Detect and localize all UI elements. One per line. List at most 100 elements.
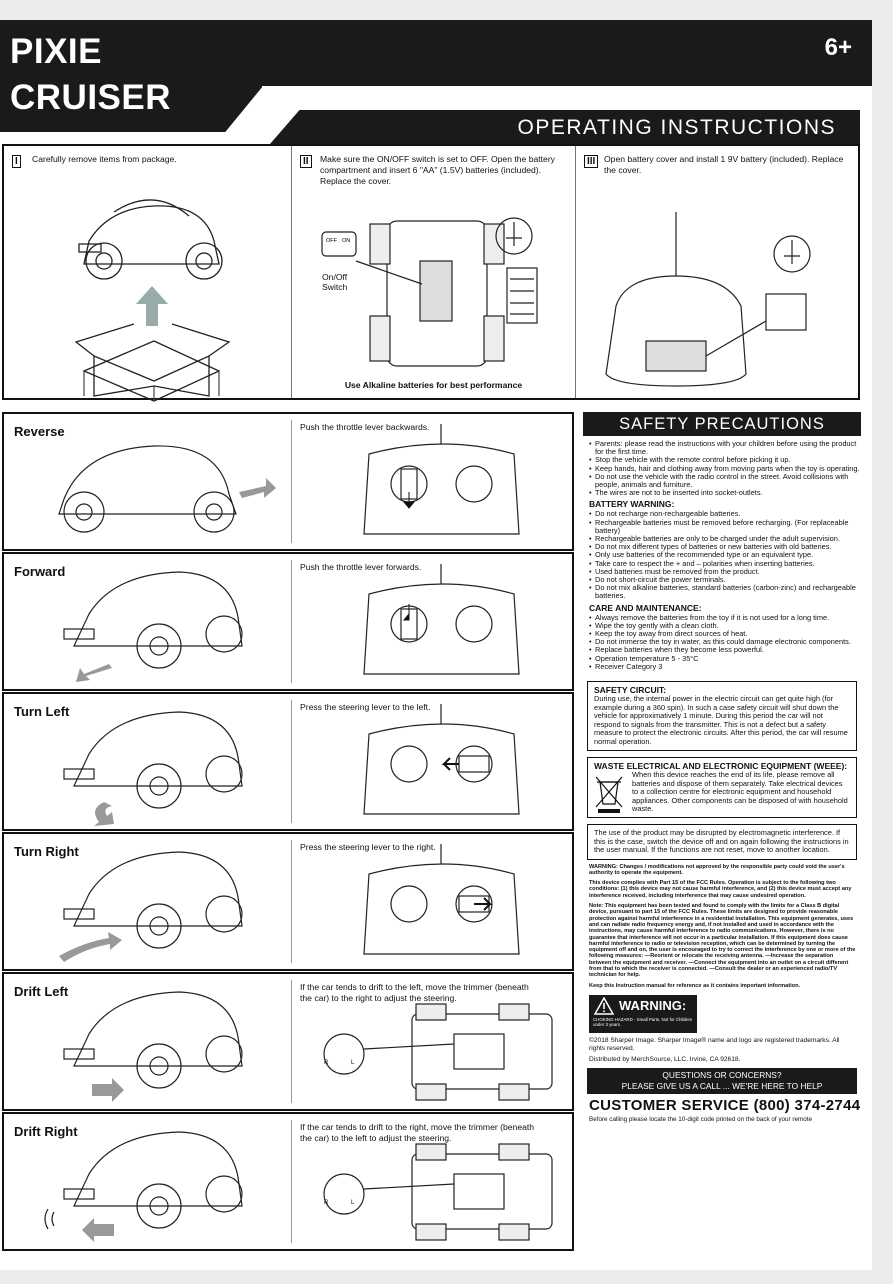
questions-bar: QUESTIONS OR CONCERNS? PLEASE GIVE US A … bbox=[587, 1067, 857, 1094]
section-title: OPERATING INSTRUCTIONS bbox=[517, 116, 836, 139]
list-item: Parents: please read the instructions wi… bbox=[589, 439, 861, 456]
general-list: Parents: please read the instructions wi… bbox=[589, 439, 861, 497]
choking-warning: WARNING: CHOKING HAZARD - Small Parts. N… bbox=[589, 994, 697, 1033]
questions-line-2: PLEASE GIVE US A CALL ... WE'RE HERE TO … bbox=[621, 1080, 823, 1091]
mode-title: Turn Left bbox=[14, 704, 70, 719]
list-item: Rechargeable batteries are only to be ch… bbox=[589, 534, 861, 543]
mode-title: Forward bbox=[14, 564, 66, 579]
drift-right-illustration bbox=[44, 1131, 553, 1242]
divider bbox=[291, 420, 292, 543]
list-item: Stop the vehicle with the remote control… bbox=[589, 456, 861, 465]
step-text: Carefully remove items from package. bbox=[32, 154, 177, 164]
list-item: Only use batteries of the recommended ty… bbox=[589, 551, 861, 560]
mode-reverse: Reverse Push the throttle lever backward… bbox=[2, 412, 574, 551]
safety-circuit-box: SAFETY CIRCUIT: During use, the internal… bbox=[587, 681, 857, 751]
battery-compartment-illustration: OFF ON bbox=[321, 217, 538, 367]
list-item: Receiver Category 3 bbox=[589, 662, 861, 671]
divider bbox=[291, 560, 292, 683]
mode-text: Press the steering lever to the left. bbox=[300, 702, 431, 712]
brand-block: PIXIE CRUISER bbox=[0, 20, 262, 132]
remote-battery-illustration bbox=[605, 212, 811, 387]
step-text: Make sure the ON/OFF switch is set to OF… bbox=[320, 154, 555, 186]
list-item: Do not mix alkaline batteries, standard … bbox=[589, 584, 861, 601]
step-2: II Make sure the ON/OFF switch is set to… bbox=[292, 146, 576, 398]
step-number: I bbox=[12, 155, 21, 168]
warning-title: WARNING: bbox=[619, 997, 687, 1013]
divider bbox=[291, 840, 292, 963]
divider bbox=[291, 700, 292, 823]
mode-forward: Forward Push the throttle lever forwards… bbox=[2, 552, 574, 691]
list-item: Do not recharge non-rechargeable batteri… bbox=[589, 510, 861, 519]
age-rating: 6+ bbox=[824, 34, 852, 61]
mode-text: If the car tends to drift to the right, … bbox=[300, 1122, 535, 1143]
circuit-text: During use, the internal power in the el… bbox=[594, 694, 848, 746]
battery-list: Do not recharge non-rechargeable batteri… bbox=[589, 510, 861, 600]
warning-subtext: CHOKING HAZARD - Small Parts. Not for Ch… bbox=[593, 1016, 693, 1027]
mode-text: Press the steering lever to the right. bbox=[300, 842, 436, 852]
list-item: Keep the toy away from direct sources of… bbox=[589, 629, 861, 638]
customer-service-phone: CUSTOMER SERVICE (800) 374-2744 bbox=[589, 1096, 861, 1114]
divider bbox=[291, 1120, 292, 1243]
mode-title: Reverse bbox=[14, 424, 65, 439]
fcc-part15: This device complies with Part 15 of the… bbox=[589, 880, 852, 899]
switch-on-label: ON bbox=[342, 238, 350, 244]
mode-text: Push the throttle lever backwards. bbox=[300, 422, 430, 432]
step-1: I Carefully remove items from package. bbox=[4, 146, 292, 402]
emi-text: The use of the product may be disrupted … bbox=[594, 828, 849, 855]
setup-steps: I Carefully remove items from package. I… bbox=[2, 144, 860, 402]
step-text: Open battery cover and install 1 9V batt… bbox=[604, 154, 844, 175]
switch-off-label: OFF bbox=[326, 238, 338, 244]
distributor: Distributed by MerchSource, LLC. Irvine,… bbox=[589, 1056, 741, 1064]
forward-illustration bbox=[63, 564, 520, 682]
fcc-note: Note: This equipment has been tested and… bbox=[589, 903, 856, 979]
mode-text: Push the throttle lever forwards. bbox=[300, 562, 422, 572]
keep-manual-note: Keep this Instruction manual for referen… bbox=[589, 982, 801, 989]
list-item: Always remove the batteries from the toy… bbox=[589, 613, 861, 622]
care-heading: CARE AND MAINTENANCE: bbox=[589, 602, 702, 613]
customer-service-note: Before calling please locate the 10-digi… bbox=[589, 1115, 812, 1123]
car-box-illustration bbox=[74, 199, 231, 402]
list-item: Do not immerse the toy in water, as this… bbox=[589, 638, 861, 647]
list-item: Used batteries must be removed from the … bbox=[589, 567, 861, 576]
safety-column: SAFETY PRECAUTIONS Parents: please read … bbox=[583, 412, 861, 1123]
list-item: Take care to respect the + and – polarit… bbox=[589, 559, 861, 568]
safety-title: SAFETY PRECAUTIONS bbox=[583, 412, 861, 436]
list-item: Keep hands, hair and clothing away from … bbox=[589, 464, 861, 473]
top-bar: 6+ bbox=[262, 20, 872, 86]
copyright: ©2018 Sharper Image. Sharper Image® name… bbox=[589, 1036, 840, 1052]
mode-drift-left: Drift Left If the car tends to drift to … bbox=[2, 972, 574, 1111]
list-item: Do not short-circuit the power terminals… bbox=[589, 575, 861, 584]
list-item: Replace batteries when they become less … bbox=[589, 646, 861, 655]
drift-left-illustration bbox=[63, 991, 553, 1102]
emi-box: The use of the product may be disrupted … bbox=[587, 824, 857, 860]
questions-line-1: QUESTIONS OR CONCERNS? bbox=[662, 1069, 782, 1080]
mode-drift-right: Drift Right If the car tends to drift to… bbox=[2, 1112, 574, 1251]
mode-title: Turn Right bbox=[14, 844, 79, 859]
list-item: Wipe the toy gently with a clean cloth. bbox=[589, 621, 861, 630]
weee-box: WASTE ELECTRICAL AND ELECTRONIC EQUIPMEN… bbox=[587, 756, 857, 819]
trim-l-label: L bbox=[351, 1060, 355, 1066]
title-line-2: CRUISER bbox=[10, 78, 172, 117]
trim-r-label: R bbox=[324, 1200, 329, 1206]
turn-right-illustration bbox=[59, 844, 520, 962]
list-item: Do not use the vehicle with the radio co… bbox=[589, 472, 861, 489]
step-number: II bbox=[300, 155, 312, 168]
battery-heading: BATTERY WARNING: bbox=[589, 499, 675, 510]
turn-left-illustration bbox=[63, 704, 520, 826]
divider bbox=[291, 980, 292, 1103]
switch-label: On/Off Switch bbox=[322, 272, 348, 292]
mode-turn-right: Turn Right Press the steering lever to t… bbox=[2, 832, 574, 971]
mode-text: If the car tends to drift to the left, m… bbox=[300, 982, 529, 1003]
mode-turn-left: Turn Left Press the steering lever to th… bbox=[2, 692, 574, 831]
trim-r-label: R bbox=[324, 1060, 329, 1066]
list-item: Rechargeable batteries must be removed b… bbox=[589, 518, 861, 535]
section-title-bar: OPERATING INSTRUCTIONS bbox=[270, 110, 860, 144]
trim-l-label: L bbox=[351, 1200, 355, 1206]
mode-title: Drift Left bbox=[14, 984, 69, 999]
alkaline-note: Use Alkaline batteries for best performa… bbox=[344, 380, 523, 390]
list-item: Operation temperature 5 - 35°C bbox=[589, 654, 861, 663]
list-item: Do not mix different types of batteries … bbox=[589, 543, 861, 552]
weee-heading: WASTE ELECTRICAL AND ELECTRONIC EQUIPMEN… bbox=[594, 760, 848, 771]
reverse-illustration bbox=[58, 424, 520, 535]
warning-triangle-icon bbox=[594, 996, 614, 1015]
